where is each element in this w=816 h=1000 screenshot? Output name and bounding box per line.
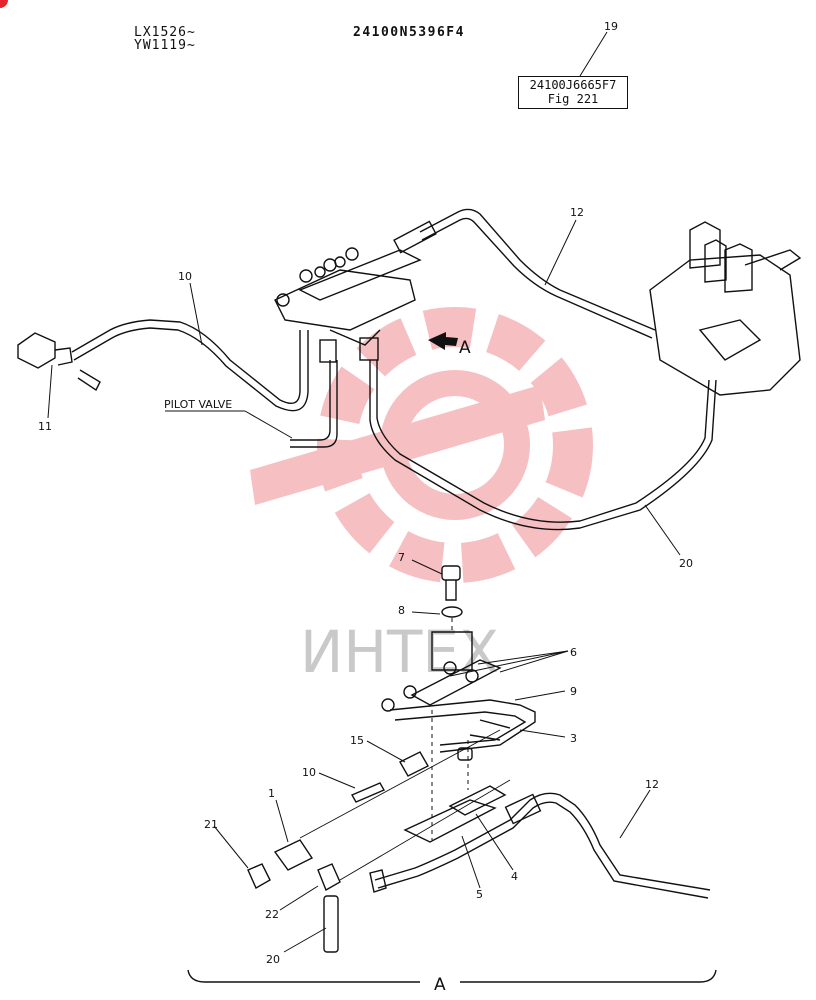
- watermark-text: ИНТЕХ: [300, 618, 499, 686]
- elbow-left[interactable]: [319, 339, 337, 363]
- pipe-10[interactable]: [71, 319, 301, 404]
- elbow-right[interactable]: [359, 337, 379, 361]
- callout-8[interactable]: 8: [398, 604, 405, 617]
- detail-leaders: [213, 559, 651, 953]
- pipe-piece-10[interactable]: [351, 782, 385, 803]
- washer-8[interactable]: [441, 606, 463, 618]
- pipe-12[interactable]: [419, 208, 656, 331]
- callout-4[interactable]: 4: [511, 870, 518, 883]
- corner-badge: [0, 0, 8, 8]
- callout-12-detail[interactable]: 12: [645, 778, 659, 791]
- serial-line-2: YW1119~: [134, 38, 196, 53]
- drawing-number: 24100N5396F4: [353, 25, 465, 40]
- pipe-bundle-9[interactable]: [389, 699, 536, 753]
- pipe-20[interactable]: [369, 360, 717, 531]
- callout-10-detail[interactable]: 10: [302, 766, 316, 779]
- pilot-valve-line[interactable]: [290, 360, 331, 441]
- reference-part-number: 24100J6665F7: [529, 78, 617, 92]
- callout-12-top[interactable]: 12: [570, 206, 584, 219]
- fitting-15[interactable]: [399, 751, 429, 777]
- fitting-top[interactable]: [393, 220, 437, 254]
- elbow-22[interactable]: [317, 863, 341, 892]
- reference-leader: [579, 31, 608, 77]
- bolt-7[interactable]: [441, 565, 461, 581]
- callout-11[interactable]: 11: [38, 420, 52, 433]
- callout-6[interactable]: 6: [570, 646, 577, 659]
- callout-9[interactable]: 9: [570, 685, 577, 698]
- callout-20-top[interactable]: 20: [679, 557, 693, 570]
- serial-line-1: LX1526~: [134, 25, 196, 40]
- reference-figure: Fig 221: [547, 92, 599, 106]
- callout-7[interactable]: 7: [398, 551, 405, 564]
- callout-1[interactable]: 1: [268, 787, 275, 800]
- clamp-6[interactable]: [410, 659, 502, 706]
- view-arrow-label: A: [459, 338, 471, 358]
- serial-range: LX1526~ YW1119~: [134, 26, 196, 52]
- callout-15[interactable]: 15: [350, 734, 364, 747]
- callout-3[interactable]: 3: [570, 732, 577, 745]
- pipe-12-detail[interactable]: [374, 792, 711, 891]
- clamp-5[interactable]: [403, 799, 497, 843]
- reference-box[interactable]: 24100J6665F7 Fig 221: [518, 76, 628, 109]
- top-leaders: [47, 219, 681, 556]
- control-valve-block[interactable]: [649, 254, 801, 396]
- detail-assembly: [187, 565, 717, 983]
- callout-21[interactable]: 21: [204, 818, 218, 831]
- callout-5[interactable]: 5: [476, 888, 483, 901]
- callout-19[interactable]: 19: [604, 20, 618, 33]
- callout-20-detail[interactable]: 20: [266, 953, 280, 966]
- pilot-valve-body[interactable]: [17, 332, 56, 369]
- detail-brace: [187, 969, 717, 983]
- hose-20[interactable]: [323, 895, 339, 953]
- detail-view-label: A: [434, 975, 446, 995]
- tee-fitting-1[interactable]: [273, 839, 314, 871]
- clamp-4[interactable]: [448, 785, 507, 816]
- elbow-21[interactable]: [247, 863, 271, 889]
- watermark-logo: [250, 307, 593, 583]
- view-arrow-icon: [428, 332, 458, 350]
- valve-bank[interactable]: [274, 269, 416, 331]
- callout-22[interactable]: 22: [265, 908, 279, 921]
- callout-10-top[interactable]: 10: [178, 270, 192, 283]
- pilot-valve-label: PILOT VALVE: [164, 398, 232, 411]
